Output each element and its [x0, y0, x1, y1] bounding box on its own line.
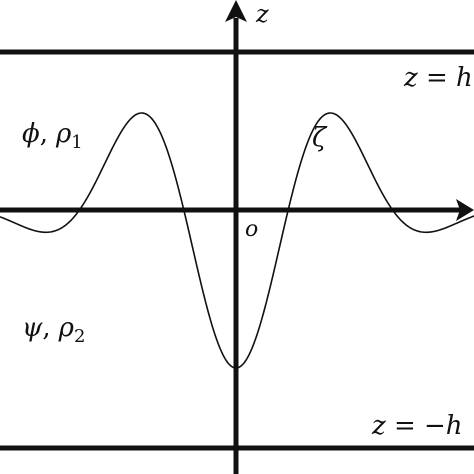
upper-fluid-density-index: 1: [71, 132, 82, 153]
z-axis-arrowhead: [225, 0, 247, 22]
lower-fluid-potential: ψ: [22, 313, 43, 343]
bottom-boundary-label: z = −h: [371, 411, 463, 441]
lower-fluid-density-symbol: ρ: [58, 313, 75, 343]
upper-fluid-potential: ϕ: [22, 119, 40, 149]
z-axis-label: z: [255, 0, 269, 28]
upper-fluid-separator: ,: [40, 119, 48, 149]
origin-label: o: [245, 217, 258, 242]
upper-fluid-density-symbol: ρ: [55, 119, 72, 149]
interface-label: ζ: [312, 123, 328, 153]
horizontal-axis-arrowhead: [456, 199, 474, 221]
lower-fluid-label: ψ, ρ2: [22, 313, 85, 347]
upper-fluid-label: ϕ,ρ1: [22, 119, 83, 153]
lower-fluid-density-index: 2: [74, 326, 85, 347]
lower-fluid-separator: ,: [42, 313, 50, 343]
top-boundary-label: z = h: [403, 63, 473, 93]
interface-curve: [0, 112, 474, 369]
